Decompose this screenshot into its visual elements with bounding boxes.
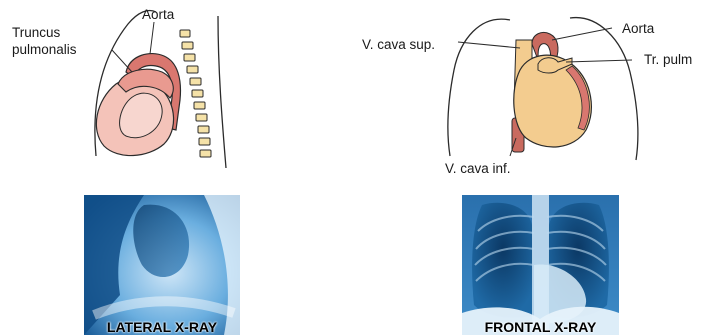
- lung-right-outline: [448, 19, 510, 156]
- label-truncus-line1: Truncus: [12, 24, 60, 41]
- spine: [180, 30, 211, 157]
- leader-vcava-sup: [458, 42, 520, 48]
- back-outline-lateral: [218, 16, 226, 168]
- leader-aorta-frontal: [552, 28, 612, 40]
- label-aorta-frontal: Aorta: [622, 20, 654, 37]
- label-tr-pulm: Tr. pulm: [644, 51, 692, 68]
- lateral-xray-caption: LATERAL X-RAY: [84, 319, 240, 335]
- frontal-xray-image: FRONTAL X-RAY: [462, 195, 619, 335]
- leader-truncus: [112, 50, 132, 72]
- frontal-xray-caption: FRONTAL X-RAY: [462, 319, 619, 335]
- frontal-xray-graphic: [462, 195, 619, 335]
- lateral-xray-image: LATERAL X-RAY: [84, 195, 240, 335]
- leader-tr-pulm: [566, 60, 632, 62]
- label-truncus-line2: pulmonalis: [12, 41, 77, 58]
- label-vcava-sup: V. cava sup.: [362, 36, 435, 53]
- label-vcava-inf: V. cava inf.: [445, 160, 511, 177]
- leader-aorta-lateral: [150, 22, 154, 54]
- lateral-xray-graphic: [84, 195, 240, 335]
- label-aorta-lateral: Aorta: [142, 6, 174, 23]
